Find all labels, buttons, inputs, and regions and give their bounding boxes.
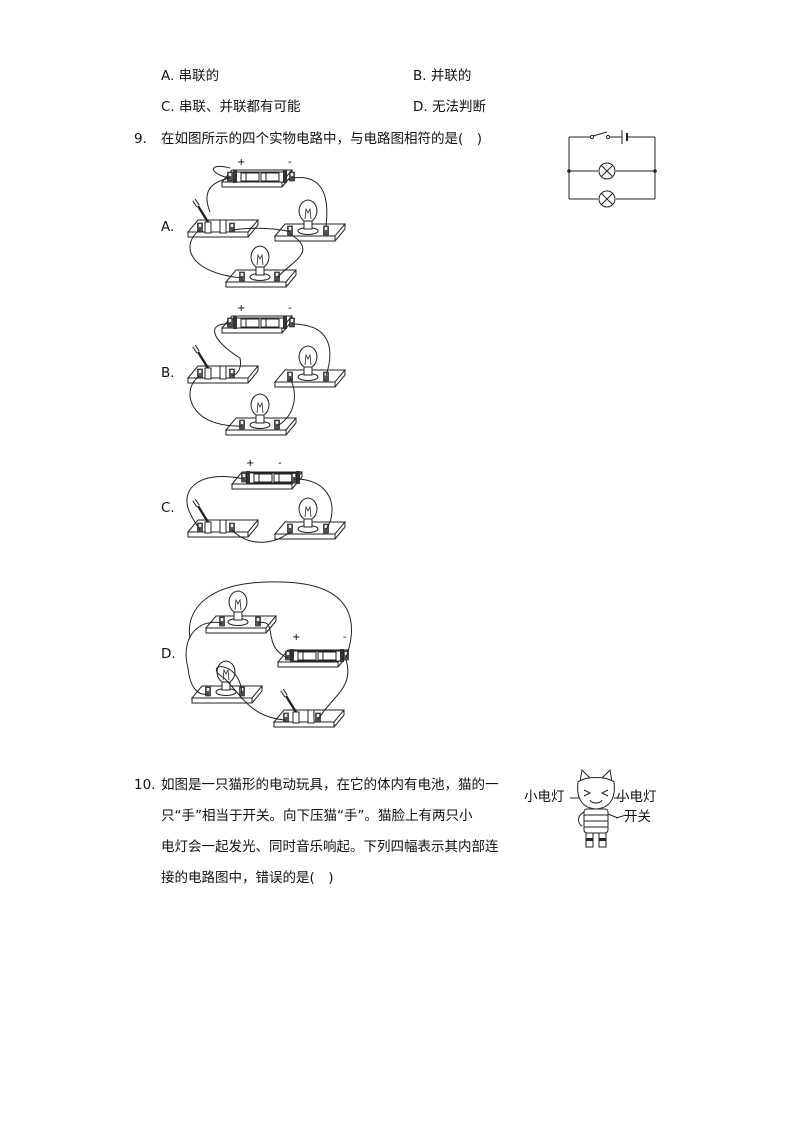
q10-line-1: 如图是一只猫形的电动玩具，在它的体内有电池，猫的一 — [161, 777, 499, 793]
q9-number: 9. — [134, 131, 147, 147]
svg-text:+: + — [292, 632, 300, 643]
svg-text:-: - — [278, 458, 282, 469]
cat-switch-label: 开关 — [624, 809, 651, 825]
q10-line-3: 电灯会一起发光、同时音乐响起。下列四幅表示其内部连 — [161, 839, 499, 855]
q9-option-d-label: D. — [161, 646, 176, 662]
cat-left-lamp-label: 小电灯 — [524, 789, 565, 805]
svg-text:+: + — [246, 458, 254, 469]
svg-text:+: + — [237, 303, 245, 314]
q9-option-c-label: C. — [161, 500, 175, 516]
q9-option-b-label: B. — [161, 365, 175, 381]
q10-line-2: 只“手”相当于开关。向下压猫“手”。猫脸上有两只小 — [161, 808, 473, 824]
q8-option-c: C. 串联、并联都有可能 — [161, 99, 301, 115]
battery-minus-sign: - — [288, 157, 292, 168]
q9-circuit-schematic — [567, 130, 657, 208]
battery-plus-sign: + — [237, 157, 245, 168]
q8-option-a: A. 串联的 — [161, 68, 220, 84]
q9-option-a-figure: + - — [187, 157, 346, 288]
q8-option-d: D. 无法判断 — [413, 99, 486, 115]
svg-text:-: - — [343, 632, 347, 643]
svg-text:-: - — [288, 303, 292, 314]
q9-stem: 在如图所示的四个实物电路中，与电路图相符的是( ) — [161, 131, 483, 147]
q10-cat-toy-figure: 小电灯 小电灯 开关 — [520, 766, 670, 856]
q10-number: 10. — [134, 777, 156, 793]
q9-option-c-figure: + - — [186, 458, 346, 543]
cat-right-lamp-label: 小电灯 — [616, 789, 657, 805]
q10-line-4: 接的电路图中，错误的是( ) — [161, 870, 334, 886]
q8-option-b: B. 并联的 — [413, 68, 472, 84]
q9-option-b-figure: + - — [187, 303, 346, 436]
q9-option-d-figure: + - — [185, 581, 352, 728]
q9-option-a-label: A. — [161, 219, 175, 235]
cat-toy-drawing — [577, 768, 619, 848]
